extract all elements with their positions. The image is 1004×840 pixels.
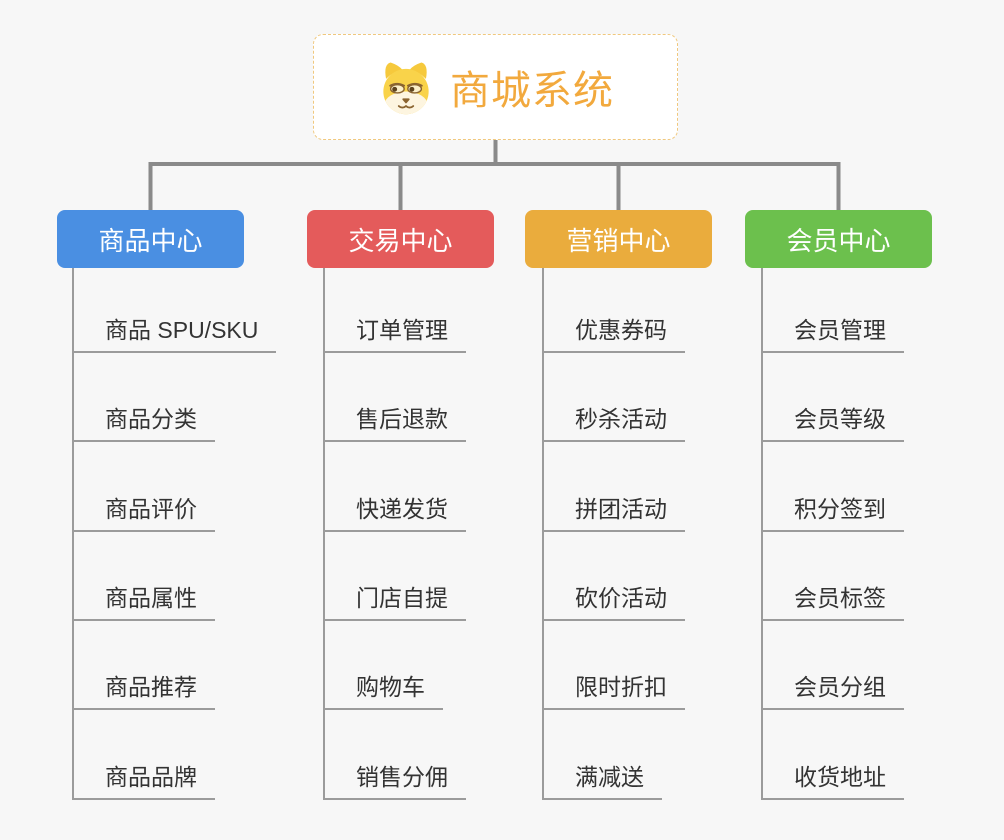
branch-trunk-line — [761, 268, 763, 800]
root-node[interactable]: 商城系统 — [313, 34, 678, 140]
leaf-node[interactable]: 会员分组 — [762, 674, 904, 710]
branch-trunk-line — [542, 268, 544, 800]
leaf-node[interactable]: 限时折扣 — [543, 674, 685, 710]
leaf-node[interactable]: 砍价活动 — [543, 585, 685, 621]
leaf-node[interactable]: 商品 SPU/SKU — [73, 317, 277, 353]
leaf-node[interactable]: 满减送 — [543, 764, 662, 800]
leaf-node[interactable]: 商品推荐 — [73, 674, 215, 710]
dog-face-icon — [383, 62, 429, 115]
leaf-node[interactable]: 积分签到 — [762, 496, 904, 532]
leaf-node[interactable]: 门店自提 — [324, 585, 466, 621]
branch-bracket-line — [148, 162, 841, 210]
leaf-node[interactable]: 秒杀活动 — [543, 406, 685, 442]
leaf-node[interactable]: 收货地址 — [762, 764, 904, 800]
root-title: 商城系统 — [450, 69, 614, 113]
leaf-node[interactable]: 会员标签 — [762, 585, 904, 621]
leaf-node[interactable]: 商品属性 — [73, 585, 215, 621]
leaf-node[interactable]: 售后退款 — [324, 406, 466, 442]
leaf-node[interactable]: 商品品牌 — [73, 764, 215, 800]
leaf-node[interactable]: 购物车 — [324, 674, 443, 710]
leaf-node[interactable]: 优惠券码 — [543, 317, 685, 353]
leaf-node[interactable]: 订单管理 — [324, 317, 466, 353]
leaf-node[interactable]: 拼团活动 — [543, 496, 685, 532]
leaf-node[interactable]: 会员管理 — [762, 317, 904, 353]
leaf-node[interactable]: 商品分类 — [73, 406, 215, 442]
leaf-node[interactable]: 会员等级 — [762, 406, 904, 442]
branch-node-goods-center[interactable]: 商品中心 — [57, 210, 244, 268]
branch-trunk-line — [323, 268, 325, 800]
leaf-node[interactable]: 商品评价 — [73, 496, 215, 532]
branch-trunk-line — [72, 268, 74, 800]
leaf-node[interactable]: 销售分佣 — [324, 764, 466, 800]
leaf-node[interactable]: 快递发货 — [324, 496, 466, 532]
branch-node-member-center[interactable]: 会员中心 — [745, 210, 932, 268]
branch-node-marketing-center[interactable]: 营销中心 — [525, 210, 712, 268]
branch-node-trade-center[interactable]: 交易中心 — [307, 210, 494, 268]
